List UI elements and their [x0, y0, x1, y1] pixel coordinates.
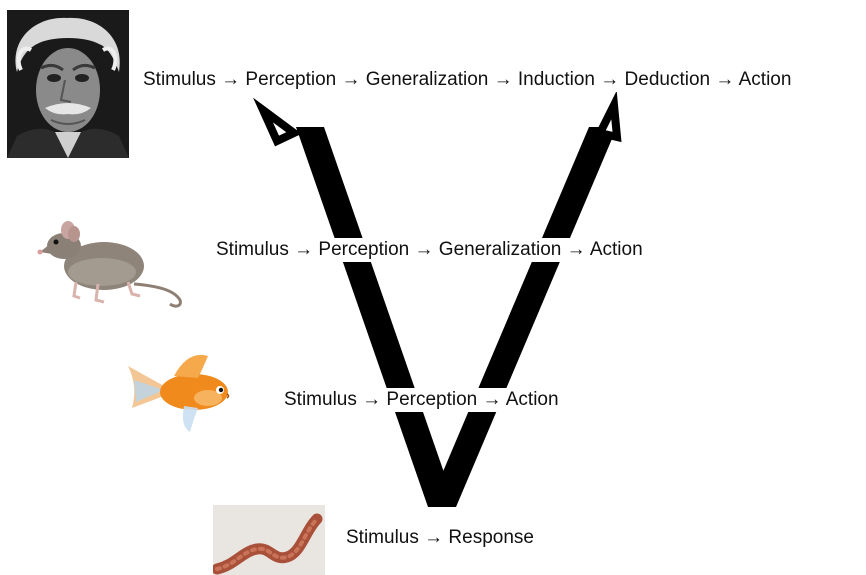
left-arrow-shaft	[296, 127, 456, 507]
worm-image	[213, 505, 325, 575]
rat-image	[37, 221, 182, 308]
right-arrow-shaft	[428, 127, 617, 507]
worm-chain-text: Stimulus → Response	[344, 526, 536, 550]
rat-chain-text: Stimulus → Perception → Generalization →…	[214, 238, 645, 262]
left-arrow-head	[253, 97, 302, 147]
right-arrow-head	[594, 90, 622, 143]
goldfish-image	[128, 354, 230, 432]
human-portrait-image	[7, 10, 129, 158]
fish-chain-text: Stimulus → Perception → Action	[282, 388, 561, 412]
human-chain-text: Stimulus → Perception → Generalization →…	[141, 68, 794, 92]
